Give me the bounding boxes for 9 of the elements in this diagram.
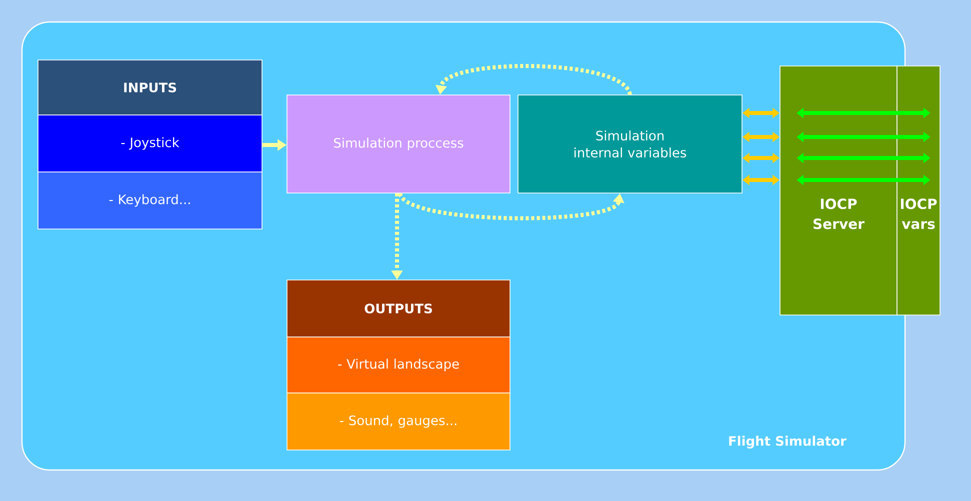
process-box: Simulation proccess bbox=[286, 94, 510, 194]
process-box: Simulation internal variables bbox=[518, 94, 742, 194]
server-box: IOCP vars bbox=[896, 66, 940, 316]
item-box: - Joystick bbox=[38, 114, 262, 172]
item-box: - Keyboard... bbox=[38, 172, 262, 230]
header-box: OUTPUTS bbox=[286, 280, 510, 338]
header-box: INPUTS bbox=[38, 60, 262, 116]
item-box: - Virtual landscape bbox=[286, 336, 510, 394]
item-box: - Sound, gauges... bbox=[286, 392, 510, 450]
